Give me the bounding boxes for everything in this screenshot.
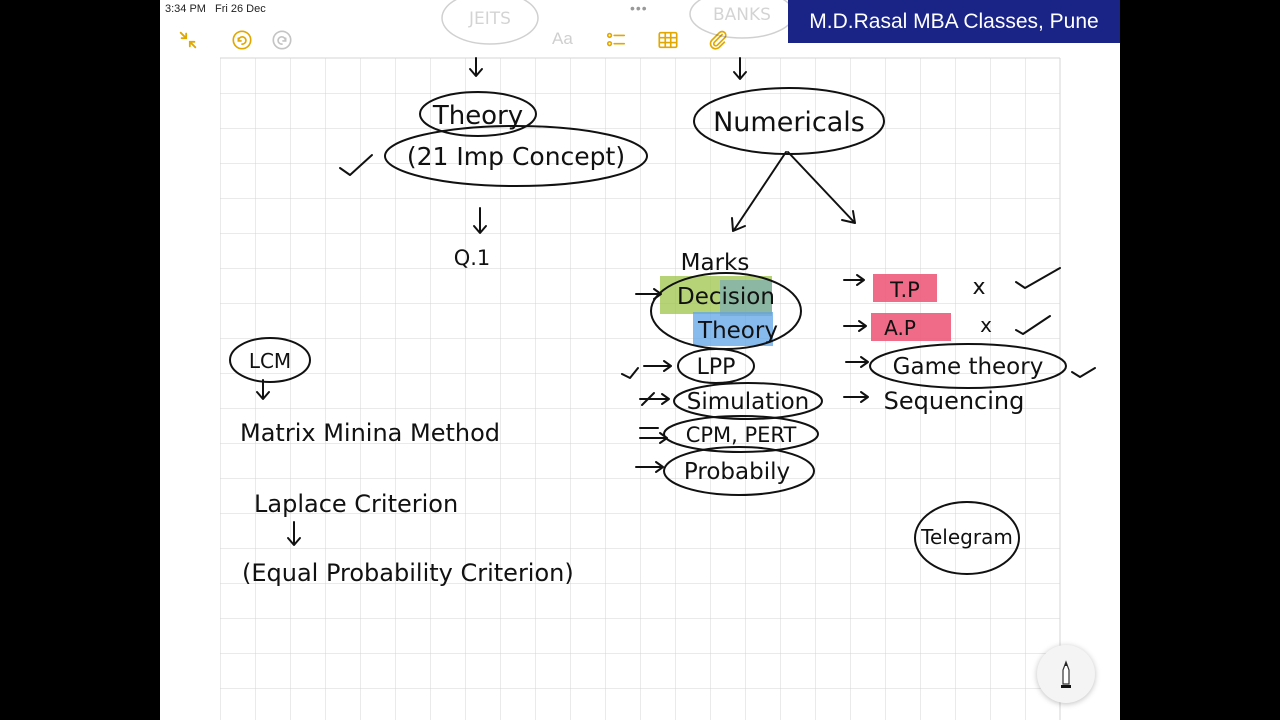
tp-label: T.P — [889, 278, 920, 302]
collapse-icon[interactable] — [174, 26, 202, 54]
status-time: 3:34 PM — [165, 3, 206, 15]
redo-icon[interactable] — [268, 26, 296, 54]
notes-app: 3:34 PM Fri 26 Dec ••• Aa — [160, 0, 1120, 720]
lpp-label: LPP — [697, 355, 736, 380]
decision-theory-label: Theory — [697, 318, 778, 344]
note-canvas[interactable]: JEITS BANKS — [160, 0, 1120, 720]
ap-label: A.P — [884, 316, 916, 340]
checklist-icon[interactable] — [602, 26, 630, 54]
simulation-label: Simulation — [687, 389, 810, 415]
undo-icon[interactable] — [228, 26, 256, 54]
status-bar: 3:34 PM Fri 26 Dec ••• — [160, 0, 1120, 18]
attachment-icon[interactable] — [704, 26, 732, 54]
numericals-label: Numericals — [713, 107, 865, 138]
probability-label: Probabily — [684, 459, 790, 485]
faded-text-right: BANKS — [713, 5, 771, 25]
game-theory-label: Game theory — [893, 354, 1044, 380]
highlight-pink-tp — [873, 274, 937, 302]
pencil-tool-button[interactable] — [1037, 645, 1095, 703]
cpm-pert-label: CPM, PERT — [686, 423, 797, 447]
table-icon[interactable] — [654, 26, 682, 54]
highlight-blue — [693, 312, 773, 346]
sequencing-label: Sequencing — [884, 387, 1025, 415]
faded-text-left: JEITS — [468, 9, 511, 29]
concept-label: (21 Imp Concept) — [407, 142, 625, 171]
theory-label: Theory — [432, 101, 523, 131]
equal-probability-label: (Equal Probability Criterion) — [242, 559, 574, 587]
status-date: Fri 26 Dec — [215, 3, 266, 15]
telegram-label: Telegram — [920, 525, 1013, 549]
format-button[interactable]: Aa — [552, 29, 573, 48]
decision-label: Decision — [677, 284, 775, 310]
multitasking-dots-icon[interactable]: ••• — [630, 0, 648, 16]
grid-paper — [220, 58, 1060, 720]
highlight-pink-ap — [871, 313, 951, 341]
channel-banner: M.D.Rasal MBA Classes, Pune — [788, 0, 1120, 43]
marks-label: Marks — [681, 250, 750, 276]
tp-cross: x — [972, 275, 985, 300]
q1-label: Q.1 — [454, 246, 491, 270]
pencil-icon — [1061, 660, 1071, 688]
ap-cross: x — [980, 313, 992, 337]
matrix-minima-label: Matrix Minina Method — [240, 419, 500, 447]
lcm-label: LCM — [249, 349, 291, 373]
note-toolbar: Aa — [160, 22, 1120, 58]
laplace-label: Laplace Criterion — [254, 490, 458, 518]
